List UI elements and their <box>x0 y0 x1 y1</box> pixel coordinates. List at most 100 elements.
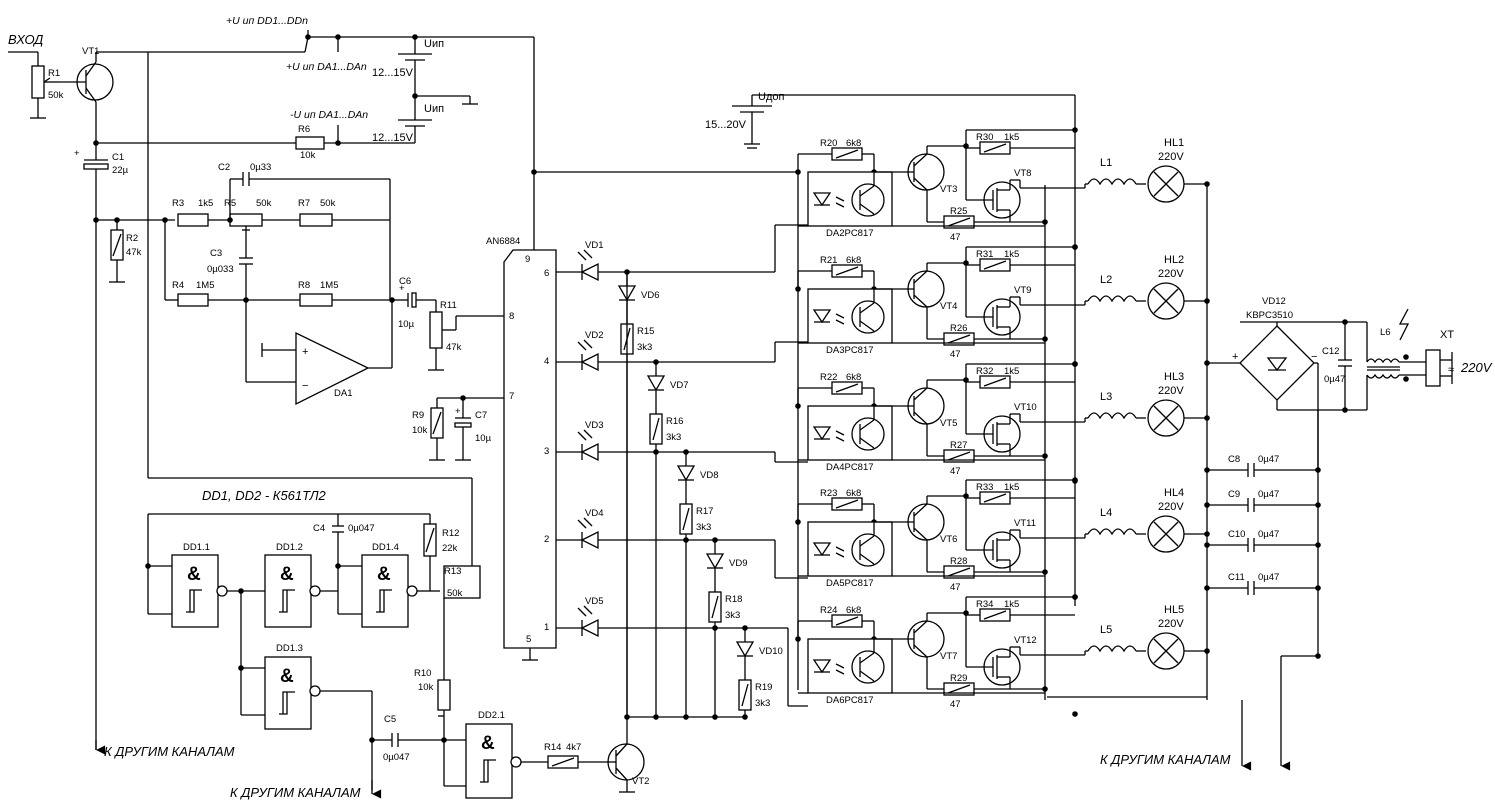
R11-potentiometer <box>429 311 443 349</box>
svg-text:Uдоп: Uдоп <box>758 91 784 103</box>
AN6884-chip <box>503 249 557 649</box>
svg-text:К ДРУГИМ КАНАЛАМ: К ДРУГИМ КАНАЛАМ <box>1100 752 1231 767</box>
svg-text:R23: R23 <box>820 488 837 499</box>
svg-text:R20: R20 <box>820 138 837 149</box>
svg-text:50k: 50k <box>256 198 272 209</box>
svg-text:4k7: 4k7 <box>566 742 581 753</box>
filter-stage: R3 1k5 R5 50k R7 50k R4 1M5 R8 1M5 C2 0µ… <box>162 162 505 461</box>
svg-text:R22: R22 <box>820 372 837 383</box>
svg-text:5: 5 <box>526 634 531 645</box>
svg-text:47k: 47k <box>446 342 462 353</box>
svg-text:DA2PC817: DA2PC817 <box>826 228 874 239</box>
svg-text:0µ47: 0µ47 <box>1258 572 1279 583</box>
svg-text:&: & <box>377 564 391 585</box>
interference-icon <box>1398 308 1410 341</box>
svg-text:10µ: 10µ <box>398 319 415 330</box>
svg-text:R10: R10 <box>414 668 431 679</box>
svg-text:0µ47: 0µ47 <box>1258 454 1279 465</box>
svg-text:R30: R30 <box>976 132 993 143</box>
svg-text:VT11: VT11 <box>1014 518 1036 529</box>
VD12-bridge <box>1239 325 1315 401</box>
svg-text:3k3: 3k3 <box>666 432 681 443</box>
svg-text:VT12: VT12 <box>1014 635 1037 646</box>
R6-resistor <box>295 136 325 150</box>
svg-text:R6: R6 <box>298 124 310 135</box>
svg-text:HL3: HL3 <box>1164 371 1184 383</box>
svg-text:DD2.1: DD2.1 <box>478 710 505 721</box>
diode-chain: VD6R153k3VD7R163k3VD8R173k3VD9R183k3VD10… <box>617 269 783 720</box>
svg-text:R31: R31 <box>976 249 993 260</box>
svg-text:VT2: VT2 <box>632 776 649 787</box>
svg-text:VT10: VT10 <box>1014 402 1037 413</box>
svg-text:&: & <box>280 666 294 687</box>
DD1-3-gate <box>264 656 312 730</box>
svg-text:C12: C12 <box>1322 346 1339 357</box>
svg-text:VD12: VD12 <box>1262 296 1286 307</box>
svg-text:VD3: VD3 <box>585 420 603 431</box>
svg-text:50k: 50k <box>320 198 336 209</box>
svg-text:0µ33: 0µ33 <box>250 162 271 173</box>
svg-text:DA4PC817: DA4PC817 <box>826 462 874 473</box>
svg-text:L5: L5 <box>1100 624 1112 636</box>
svg-text:3: 3 <box>544 446 549 457</box>
svg-text:C2: C2 <box>218 162 230 173</box>
logic-section: DD1, DD2 - К561ТЛ2 R12 22k C4 0µ047 DD1.… <box>145 488 745 800</box>
svg-text:−: − <box>302 380 308 392</box>
svg-text:C4: C4 <box>313 523 325 534</box>
svg-text:R9: R9 <box>412 410 424 421</box>
svg-text:47: 47 <box>950 582 961 593</box>
svg-text:C9: C9 <box>1228 489 1240 500</box>
svg-text:DA3PC817: DA3PC817 <box>826 345 874 356</box>
svg-text:0µ47: 0µ47 <box>1258 529 1279 540</box>
svg-text:DD1.3: DD1.3 <box>276 643 303 654</box>
svg-text:0µ47: 0µ47 <box>1324 374 1345 385</box>
L6-choke <box>1366 358 1400 364</box>
svg-text:VT7: VT7 <box>940 651 957 662</box>
power-supply: +U ип DD1...DDn +U ип DA1...DAn Uип 12..… <box>226 15 1075 252</box>
svg-text:R11: R11 <box>440 300 457 311</box>
svg-text:6k8: 6k8 <box>846 255 861 266</box>
svg-text:22k: 22k <box>442 543 458 554</box>
svg-text:L6: L6 <box>1380 327 1391 338</box>
svg-text:R19: R19 <box>755 682 772 693</box>
svg-text:−: − <box>1311 351 1317 363</box>
svg-text:R24: R24 <box>820 605 837 616</box>
svg-text:VT8: VT8 <box>1014 168 1031 179</box>
svg-text:C8: C8 <box>1228 454 1240 465</box>
svg-text:R25: R25 <box>950 206 967 217</box>
svg-text:0µ047: 0µ047 <box>348 523 375 534</box>
svg-text:50k: 50k <box>48 90 64 101</box>
an6884-ic: AN6884 9 6 8 4 7 3 2 1 5 <box>486 236 557 661</box>
svg-text:220V: 220V <box>1158 501 1184 513</box>
svg-text:1k5: 1k5 <box>1004 366 1019 377</box>
svg-text:6k8: 6k8 <box>846 372 861 383</box>
svg-text:47: 47 <box>950 699 961 710</box>
svg-text:DD1.1: DD1.1 <box>183 542 210 553</box>
svg-text:10µ: 10µ <box>475 433 492 444</box>
R4-resistor <box>177 293 209 307</box>
svg-text:VD10: VD10 <box>759 646 783 657</box>
svg-text:R32: R32 <box>976 366 993 377</box>
svg-text:+: + <box>1232 351 1238 363</box>
svg-text:C6: C6 <box>399 276 411 287</box>
svg-text:15...20V: 15...20V <box>705 119 747 131</box>
XT-connector <box>1425 349 1441 387</box>
DD1-1-gate <box>171 554 219 628</box>
DD2-1-gate <box>465 723 513 799</box>
svg-text:3k3: 3k3 <box>637 342 652 353</box>
R1-resistor <box>31 65 45 99</box>
R7-resistor <box>299 213 333 227</box>
svg-text:R1: R1 <box>48 68 60 79</box>
svg-text:+: + <box>399 283 405 294</box>
svg-text:KBPC3510: KBPC3510 <box>1246 310 1293 321</box>
svg-text:DD1.4: DD1.4 <box>372 542 399 553</box>
svg-text:VD4: VD4 <box>585 508 603 519</box>
